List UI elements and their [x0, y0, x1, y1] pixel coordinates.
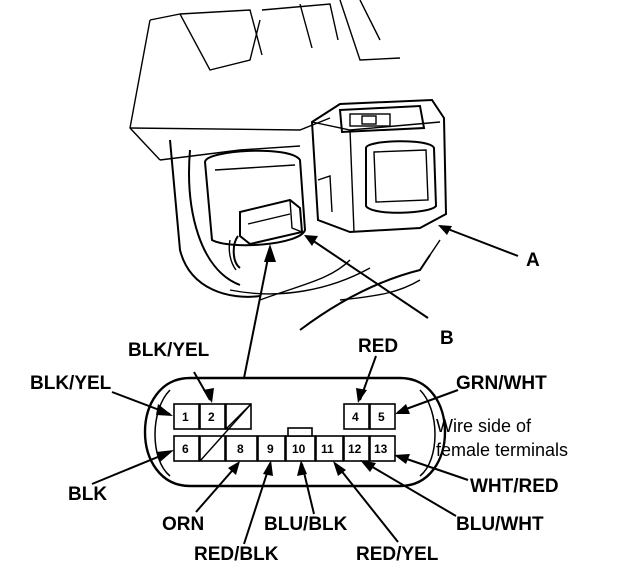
wire-label-orn: ORN — [162, 514, 204, 535]
terminal-1 — [173, 403, 200, 430]
terminal-12-label: 12 — [348, 442, 362, 456]
terminal-11 — [315, 435, 344, 462]
terminal-8-label: 8 — [237, 442, 244, 456]
wire-label-blk-yel-top: BLK/YEL — [128, 340, 210, 361]
wire-label-blu-wht: BLU/WHT — [456, 514, 544, 535]
terminal-5 — [369, 403, 396, 430]
wire-label-red-blk: RED/BLK — [194, 544, 279, 565]
wire-label-blk: BLK — [68, 484, 107, 505]
terminal-11-label: 11 — [321, 442, 334, 456]
wire-label-wht-red: WHT/RED — [470, 476, 559, 497]
terminal-2 — [199, 403, 226, 430]
wire-label-blu-blk: BLU/BLK — [264, 514, 348, 535]
callout-a-label: A — [526, 250, 540, 271]
terminal-7-blank — [199, 435, 226, 462]
callout-b-label: B — [440, 328, 454, 349]
wire-label-red: RED — [358, 336, 398, 357]
terminal-13 — [369, 435, 396, 462]
terminal-12 — [343, 435, 370, 462]
terminal-9 — [257, 435, 286, 462]
note-line-1: Wire side of — [436, 416, 532, 436]
terminal-6 — [173, 435, 200, 462]
terminal-1-label: 1 — [182, 410, 189, 424]
wire-label-blk-yel-left: BLK/YEL — [30, 373, 112, 394]
note-line-2: female terminals — [436, 440, 568, 460]
terminal-4 — [343, 403, 370, 430]
terminal-8 — [225, 435, 258, 462]
terminal-5-label: 5 — [378, 410, 385, 424]
locking-tab — [287, 427, 313, 437]
dashboard-illustration — [129, 0, 448, 331]
terminal-2-label: 2 — [208, 410, 215, 424]
terminal-6-label: 6 — [182, 442, 189, 456]
callout-leaders — [243, 225, 519, 379]
connector-face: 1 2 4 5 6 8 9 10 11 12 13 — [143, 376, 447, 488]
wire-leaders — [91, 355, 469, 545]
terminal-9-label: 9 — [267, 442, 274, 456]
wire-label-grn-wht: GRN/WHT — [456, 373, 547, 394]
terminal-4-label: 4 — [352, 410, 359, 424]
terminal-13-label: 13 — [374, 442, 388, 456]
wire-label-red-yel: RED/YEL — [356, 544, 439, 565]
terminal-10-label: 10 — [292, 442, 306, 456]
